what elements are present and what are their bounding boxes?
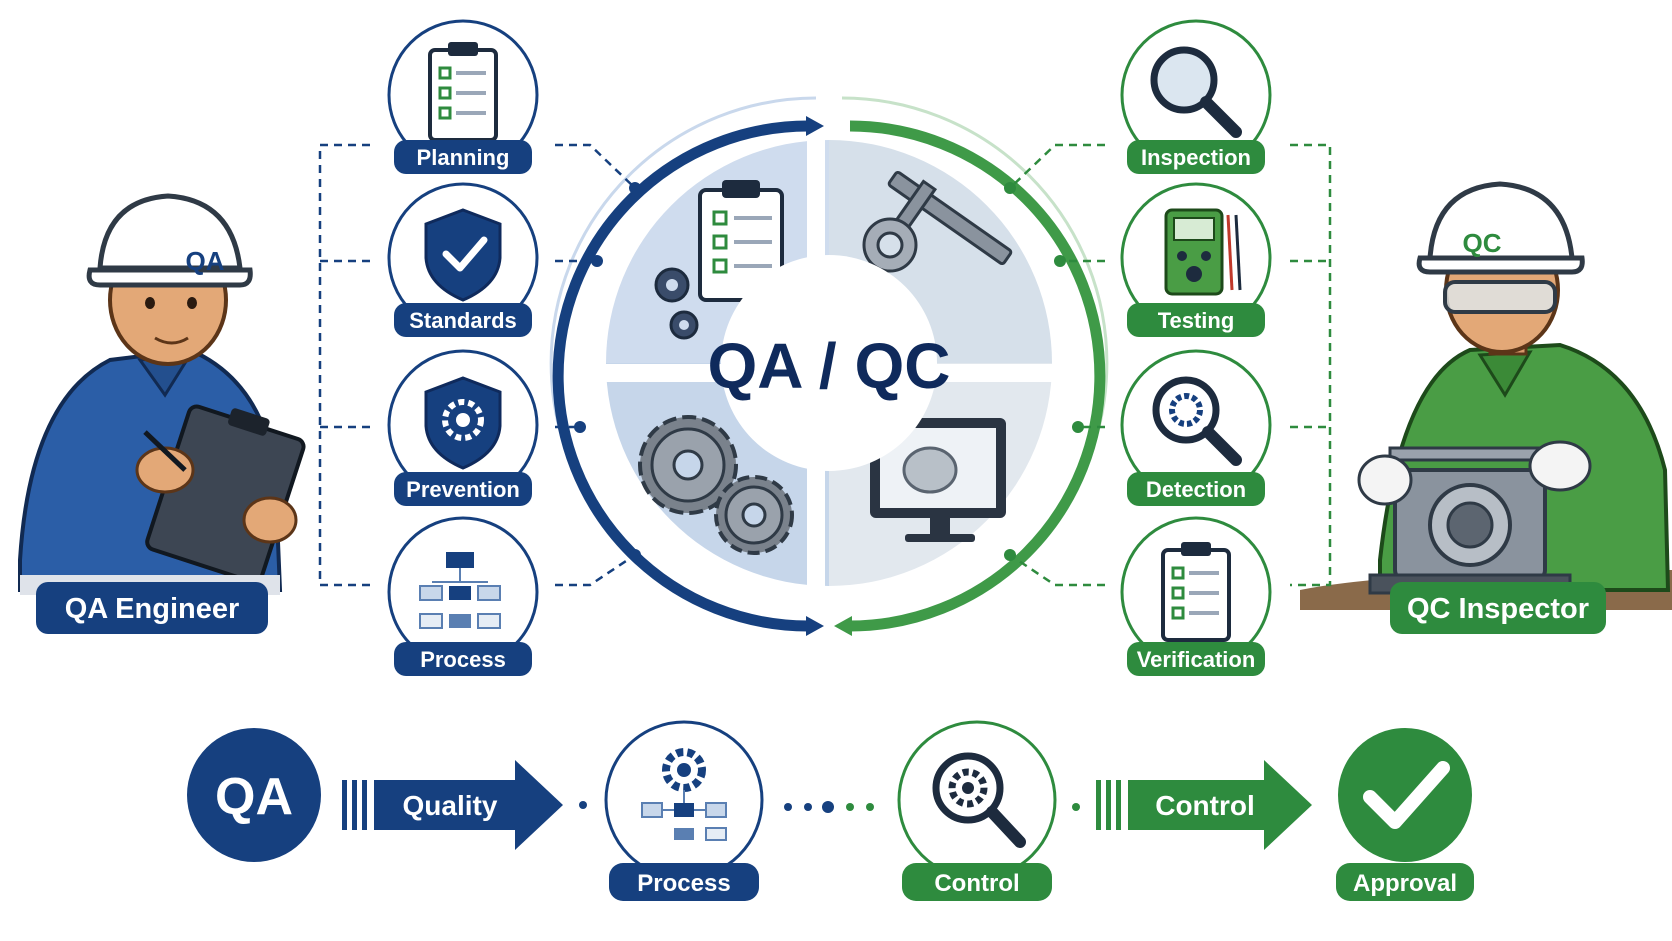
qc-item-label-inspection: Inspection xyxy=(1141,145,1251,170)
shield-gear-icon xyxy=(424,376,502,470)
center-title: QA / QC xyxy=(708,330,951,402)
check-icon xyxy=(1363,761,1450,829)
qa-engineer-badge: QA Engineer xyxy=(36,582,268,634)
flow-control-arrow: Control xyxy=(1096,760,1312,850)
qa-item-label-prevention: Prevention xyxy=(406,477,520,502)
qc-item-label-verification: Verification xyxy=(1137,647,1256,672)
flow-step1-label: Process xyxy=(637,870,730,897)
flowchart-icon xyxy=(419,552,501,629)
flow-start-label: QA xyxy=(215,768,293,826)
flow-arrow2-label: Control xyxy=(1155,790,1255,821)
gears-icon xyxy=(638,415,794,555)
flow-end-approval: Approval xyxy=(1336,728,1474,901)
flow-arrow1-label: Quality xyxy=(403,790,498,821)
clipboard-checklist-icon xyxy=(428,42,498,142)
qc-item-label-testing: Testing xyxy=(1158,308,1235,333)
clipboard-checklist-icon xyxy=(1161,542,1231,642)
magnifier-gear-icon xyxy=(932,752,1026,848)
flow-step-process: Process xyxy=(604,720,764,901)
flow-quality-arrow: Quality xyxy=(342,760,563,850)
qa-helmet-label: QA xyxy=(186,246,225,276)
qa-engineer-label: QA Engineer xyxy=(65,593,240,625)
gear-flowchart-icon xyxy=(641,748,727,841)
qc-inspector-illustration: QC xyxy=(1300,181,1672,610)
qa-connector-dots xyxy=(574,182,641,561)
small-gears-icon xyxy=(654,267,699,340)
qa-item-process: Process xyxy=(387,516,539,676)
qc-item-testing: Testing xyxy=(1120,182,1272,337)
qa-engineer-illustration: QA xyxy=(18,193,306,595)
flow-end-label: Approval xyxy=(1353,870,1457,897)
flow-dots-1 xyxy=(579,801,587,809)
magnifier-gear-icon xyxy=(1152,376,1242,466)
magnifier-icon xyxy=(1150,46,1242,138)
qc-item-inspection: Inspection xyxy=(1120,19,1272,174)
qa-item-planning: Planning xyxy=(387,19,539,174)
qa-item-label-process: Process xyxy=(420,647,506,672)
flow-start-qa: QA xyxy=(187,728,321,862)
qc-item-detection: Detection xyxy=(1120,349,1272,506)
qc-item-label-detection: Detection xyxy=(1146,477,1246,502)
qc-inspector-label: QC Inspector xyxy=(1407,593,1589,625)
qc-helmet-label: QC xyxy=(1463,228,1502,258)
qa-item-label-planning: Planning xyxy=(417,145,510,170)
qc-item-verification: Verification xyxy=(1120,516,1272,676)
flow-dots-3 xyxy=(1072,803,1080,811)
clipboard-icon xyxy=(698,180,784,302)
qa-item-prevention: Prevention xyxy=(387,349,539,506)
qc-inspector-badge: QC Inspector xyxy=(1390,582,1606,634)
caliper-icon xyxy=(862,170,1013,273)
flow-step-control: Control xyxy=(897,720,1057,901)
flow-dots-2 xyxy=(784,801,874,813)
qa-item-standards: Standards xyxy=(387,182,539,337)
center-diagram: QA / QC xyxy=(549,96,1109,636)
qa-item-label-standards: Standards xyxy=(409,308,517,333)
shield-check-icon xyxy=(424,208,502,302)
multimeter-icon xyxy=(1164,208,1242,296)
flow-step2-label: Control xyxy=(934,870,1019,897)
qc-connector-dots xyxy=(1004,182,1084,561)
qc-connectors xyxy=(1009,143,1332,587)
